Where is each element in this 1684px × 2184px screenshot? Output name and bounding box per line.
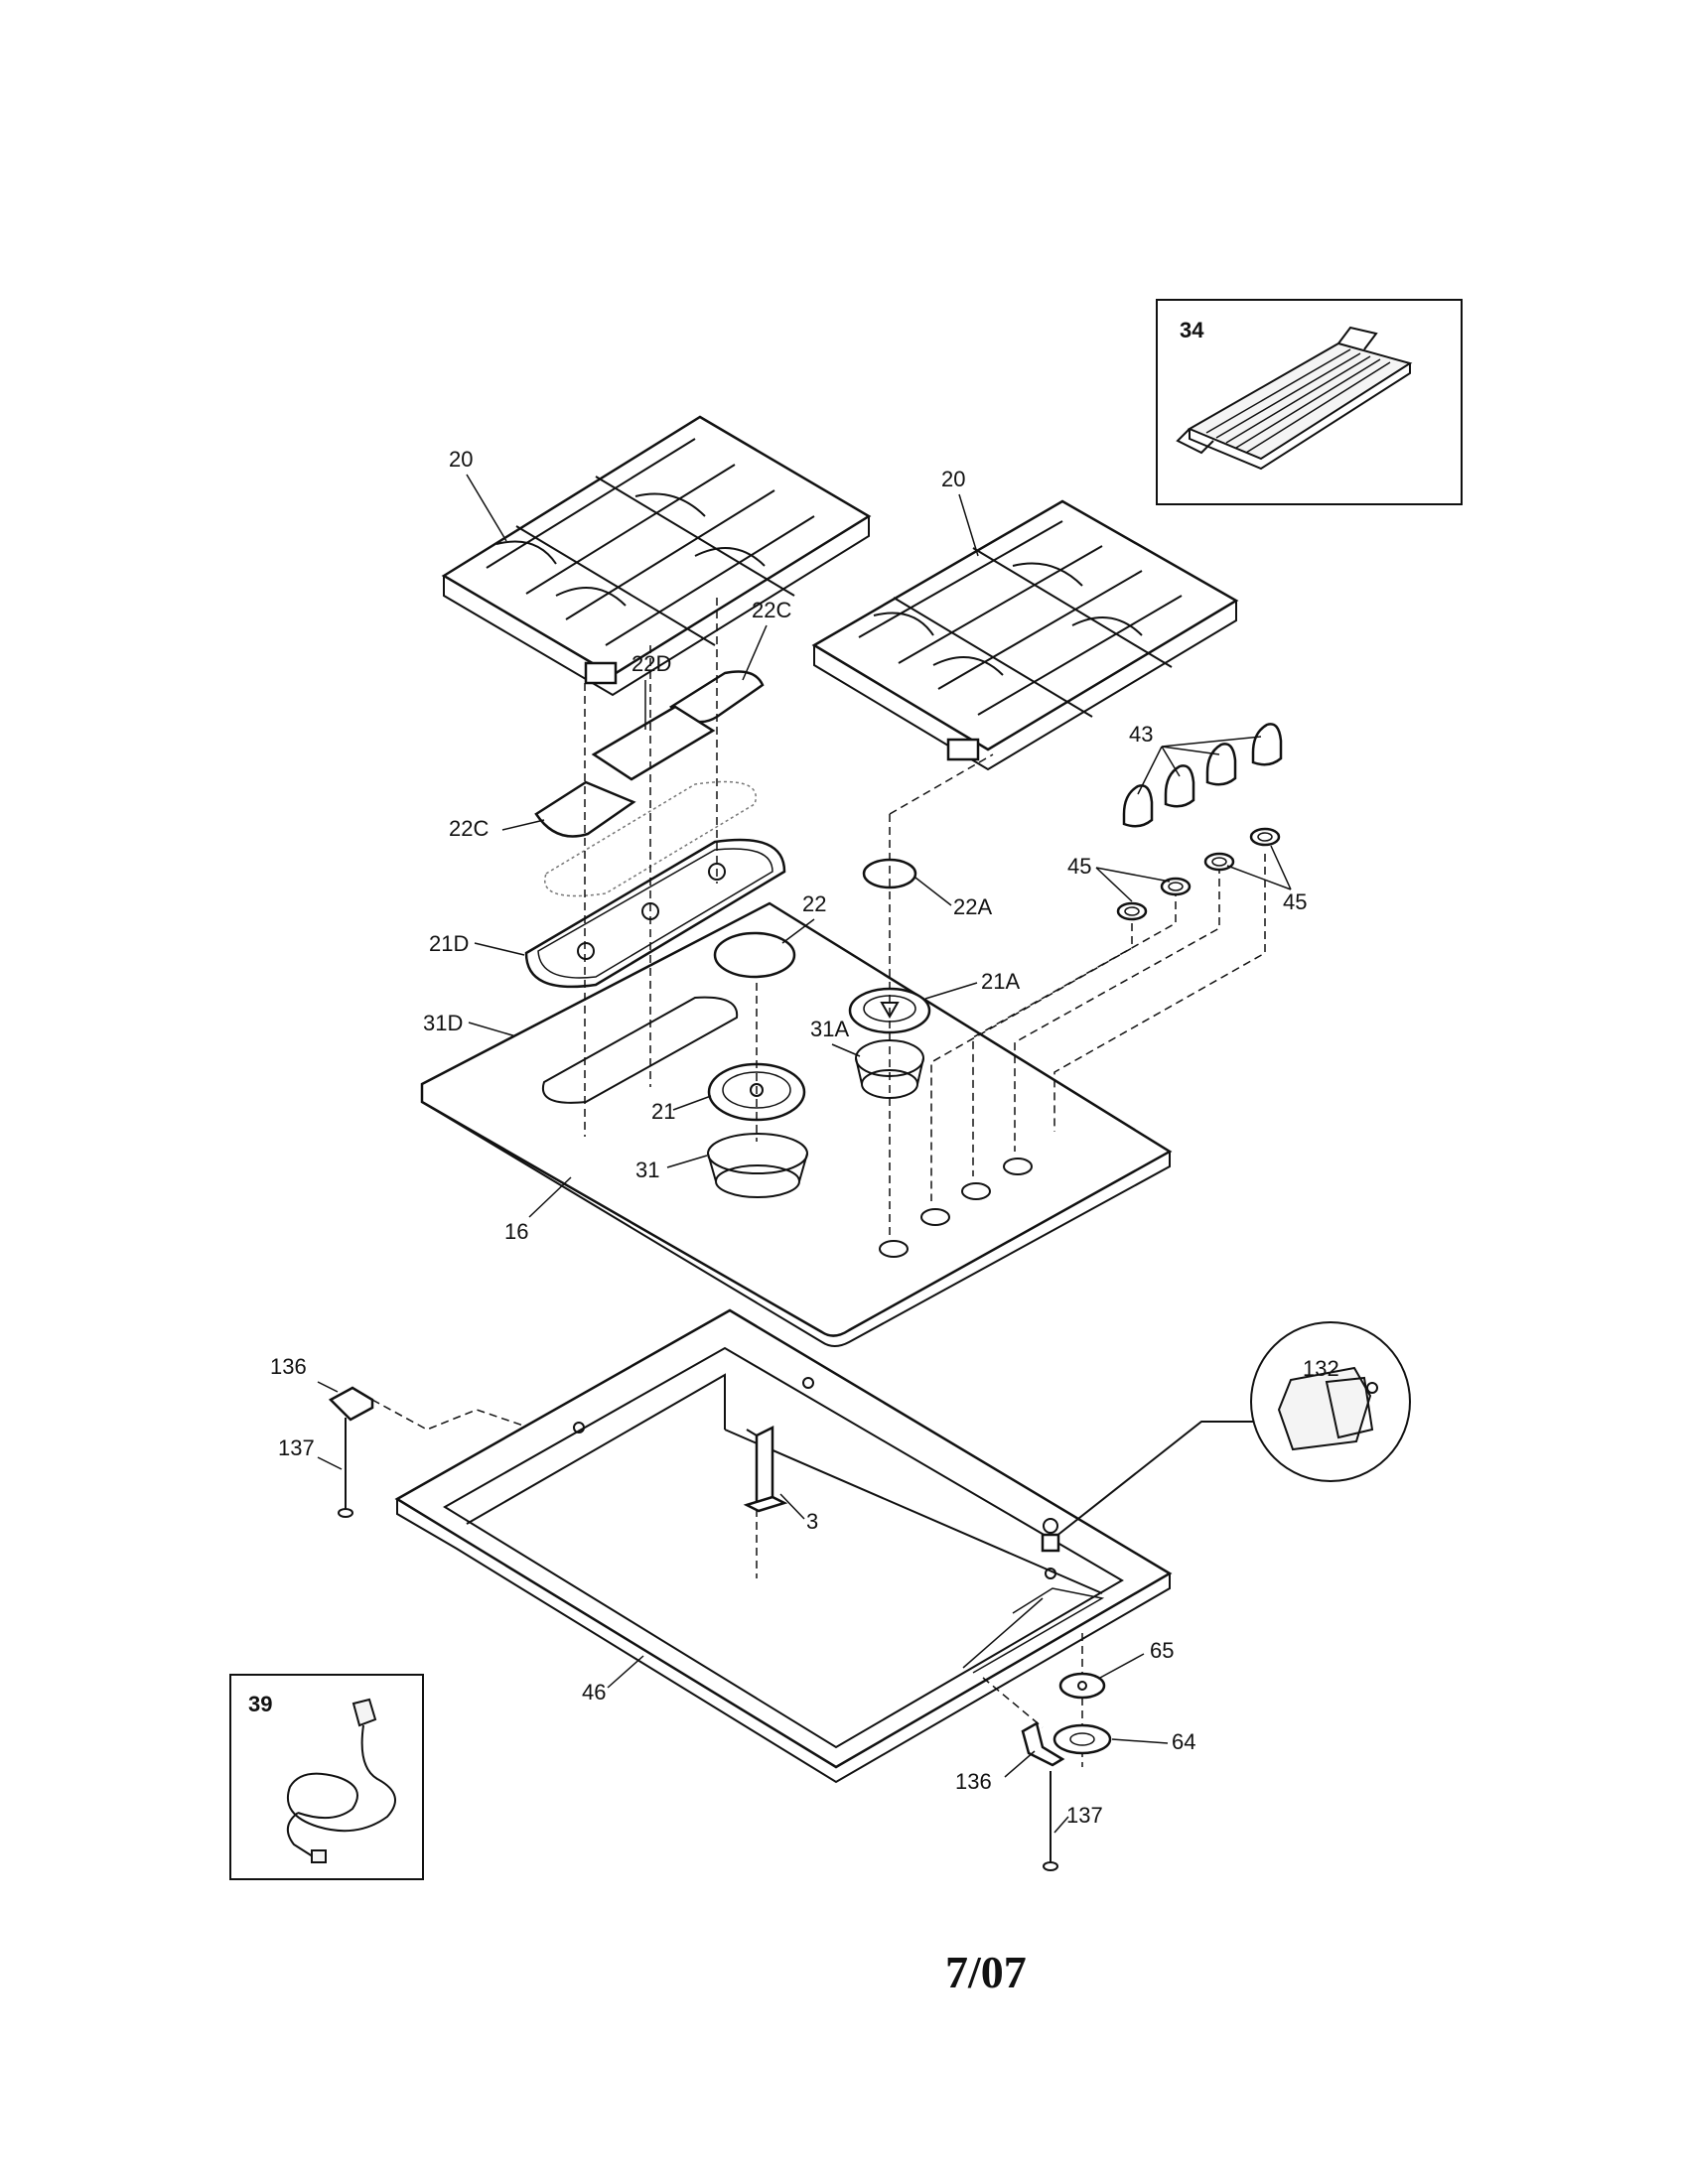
simmer-plate-22d bbox=[591, 705, 716, 781]
griddle-icon bbox=[1176, 326, 1413, 471]
mounting-bracket-136-top bbox=[328, 1386, 374, 1422]
callout-31: 31 bbox=[635, 1158, 659, 1182]
power-cord-icon bbox=[287, 1698, 396, 1863]
simmer-plate-22c-left bbox=[534, 780, 636, 838]
callout-22c-top: 22C bbox=[752, 598, 791, 622]
assembly-lines-upper bbox=[584, 598, 1266, 1239]
burner-cap-22 bbox=[713, 931, 796, 979]
callout-20-left: 20 bbox=[449, 447, 473, 472]
callout-39: 39 bbox=[248, 1692, 272, 1716]
cooktop-surface-16 bbox=[420, 901, 1173, 1347]
callout-137-top: 137 bbox=[278, 1435, 315, 1460]
callout-3: 3 bbox=[806, 1509, 818, 1534]
screw-137-bottom bbox=[1043, 1771, 1058, 1871]
gasket-31 bbox=[707, 1133, 808, 1198]
callout-65: 65 bbox=[1150, 1638, 1174, 1663]
washer-65 bbox=[1058, 1672, 1106, 1700]
power-cord-inset: 39 bbox=[229, 1674, 424, 1880]
callout-31a: 31A bbox=[810, 1017, 849, 1041]
screw-137-top bbox=[338, 1418, 353, 1518]
callout-31d: 31D bbox=[423, 1011, 463, 1035]
callout-20-right: 20 bbox=[941, 467, 965, 491]
callout-43: 43 bbox=[1129, 722, 1153, 747]
callout-132: 132 bbox=[1303, 1356, 1339, 1381]
callout-22d: 22D bbox=[632, 651, 671, 676]
callout-22: 22 bbox=[802, 891, 826, 916]
callout-21d: 21D bbox=[429, 931, 469, 956]
griddle-inset: 34 bbox=[1156, 299, 1463, 505]
callout-45-left: 45 bbox=[1067, 854, 1091, 879]
date-code: 7/07 bbox=[945, 1947, 1027, 1997]
detail-circle-132: 132 bbox=[1250, 1321, 1411, 1482]
callout-21: 21 bbox=[651, 1099, 675, 1124]
callout-136-top: 136 bbox=[270, 1354, 307, 1379]
right-burner-grate bbox=[811, 499, 1239, 771]
callout-22a: 22A bbox=[953, 894, 992, 919]
left-burner-grate bbox=[441, 415, 872, 697]
mounting-bracket-136-bottom bbox=[1021, 1721, 1065, 1767]
callout-34: 34 bbox=[1180, 318, 1204, 342]
callout-46: 46 bbox=[582, 1680, 606, 1705]
callout-21a: 21A bbox=[981, 969, 1020, 994]
callout-136-bottom: 136 bbox=[955, 1769, 992, 1794]
bracket-3 bbox=[743, 1425, 788, 1513]
ignition-switch-icon bbox=[1277, 1366, 1378, 1451]
burner-box-46 bbox=[394, 1308, 1173, 1784]
ignition-switch-part bbox=[1041, 1533, 1060, 1553]
callout-22c-left: 22C bbox=[449, 816, 489, 841]
callout-16: 16 bbox=[504, 1219, 528, 1244]
oval-burner-cap-21d bbox=[524, 838, 786, 989]
callout-64: 64 bbox=[1172, 1729, 1195, 1754]
callout-137-bottom: 137 bbox=[1066, 1803, 1103, 1828]
knob-bezels-45 bbox=[1116, 827, 1281, 921]
grommet-64 bbox=[1052, 1723, 1112, 1755]
callout-45-right: 45 bbox=[1283, 889, 1307, 914]
